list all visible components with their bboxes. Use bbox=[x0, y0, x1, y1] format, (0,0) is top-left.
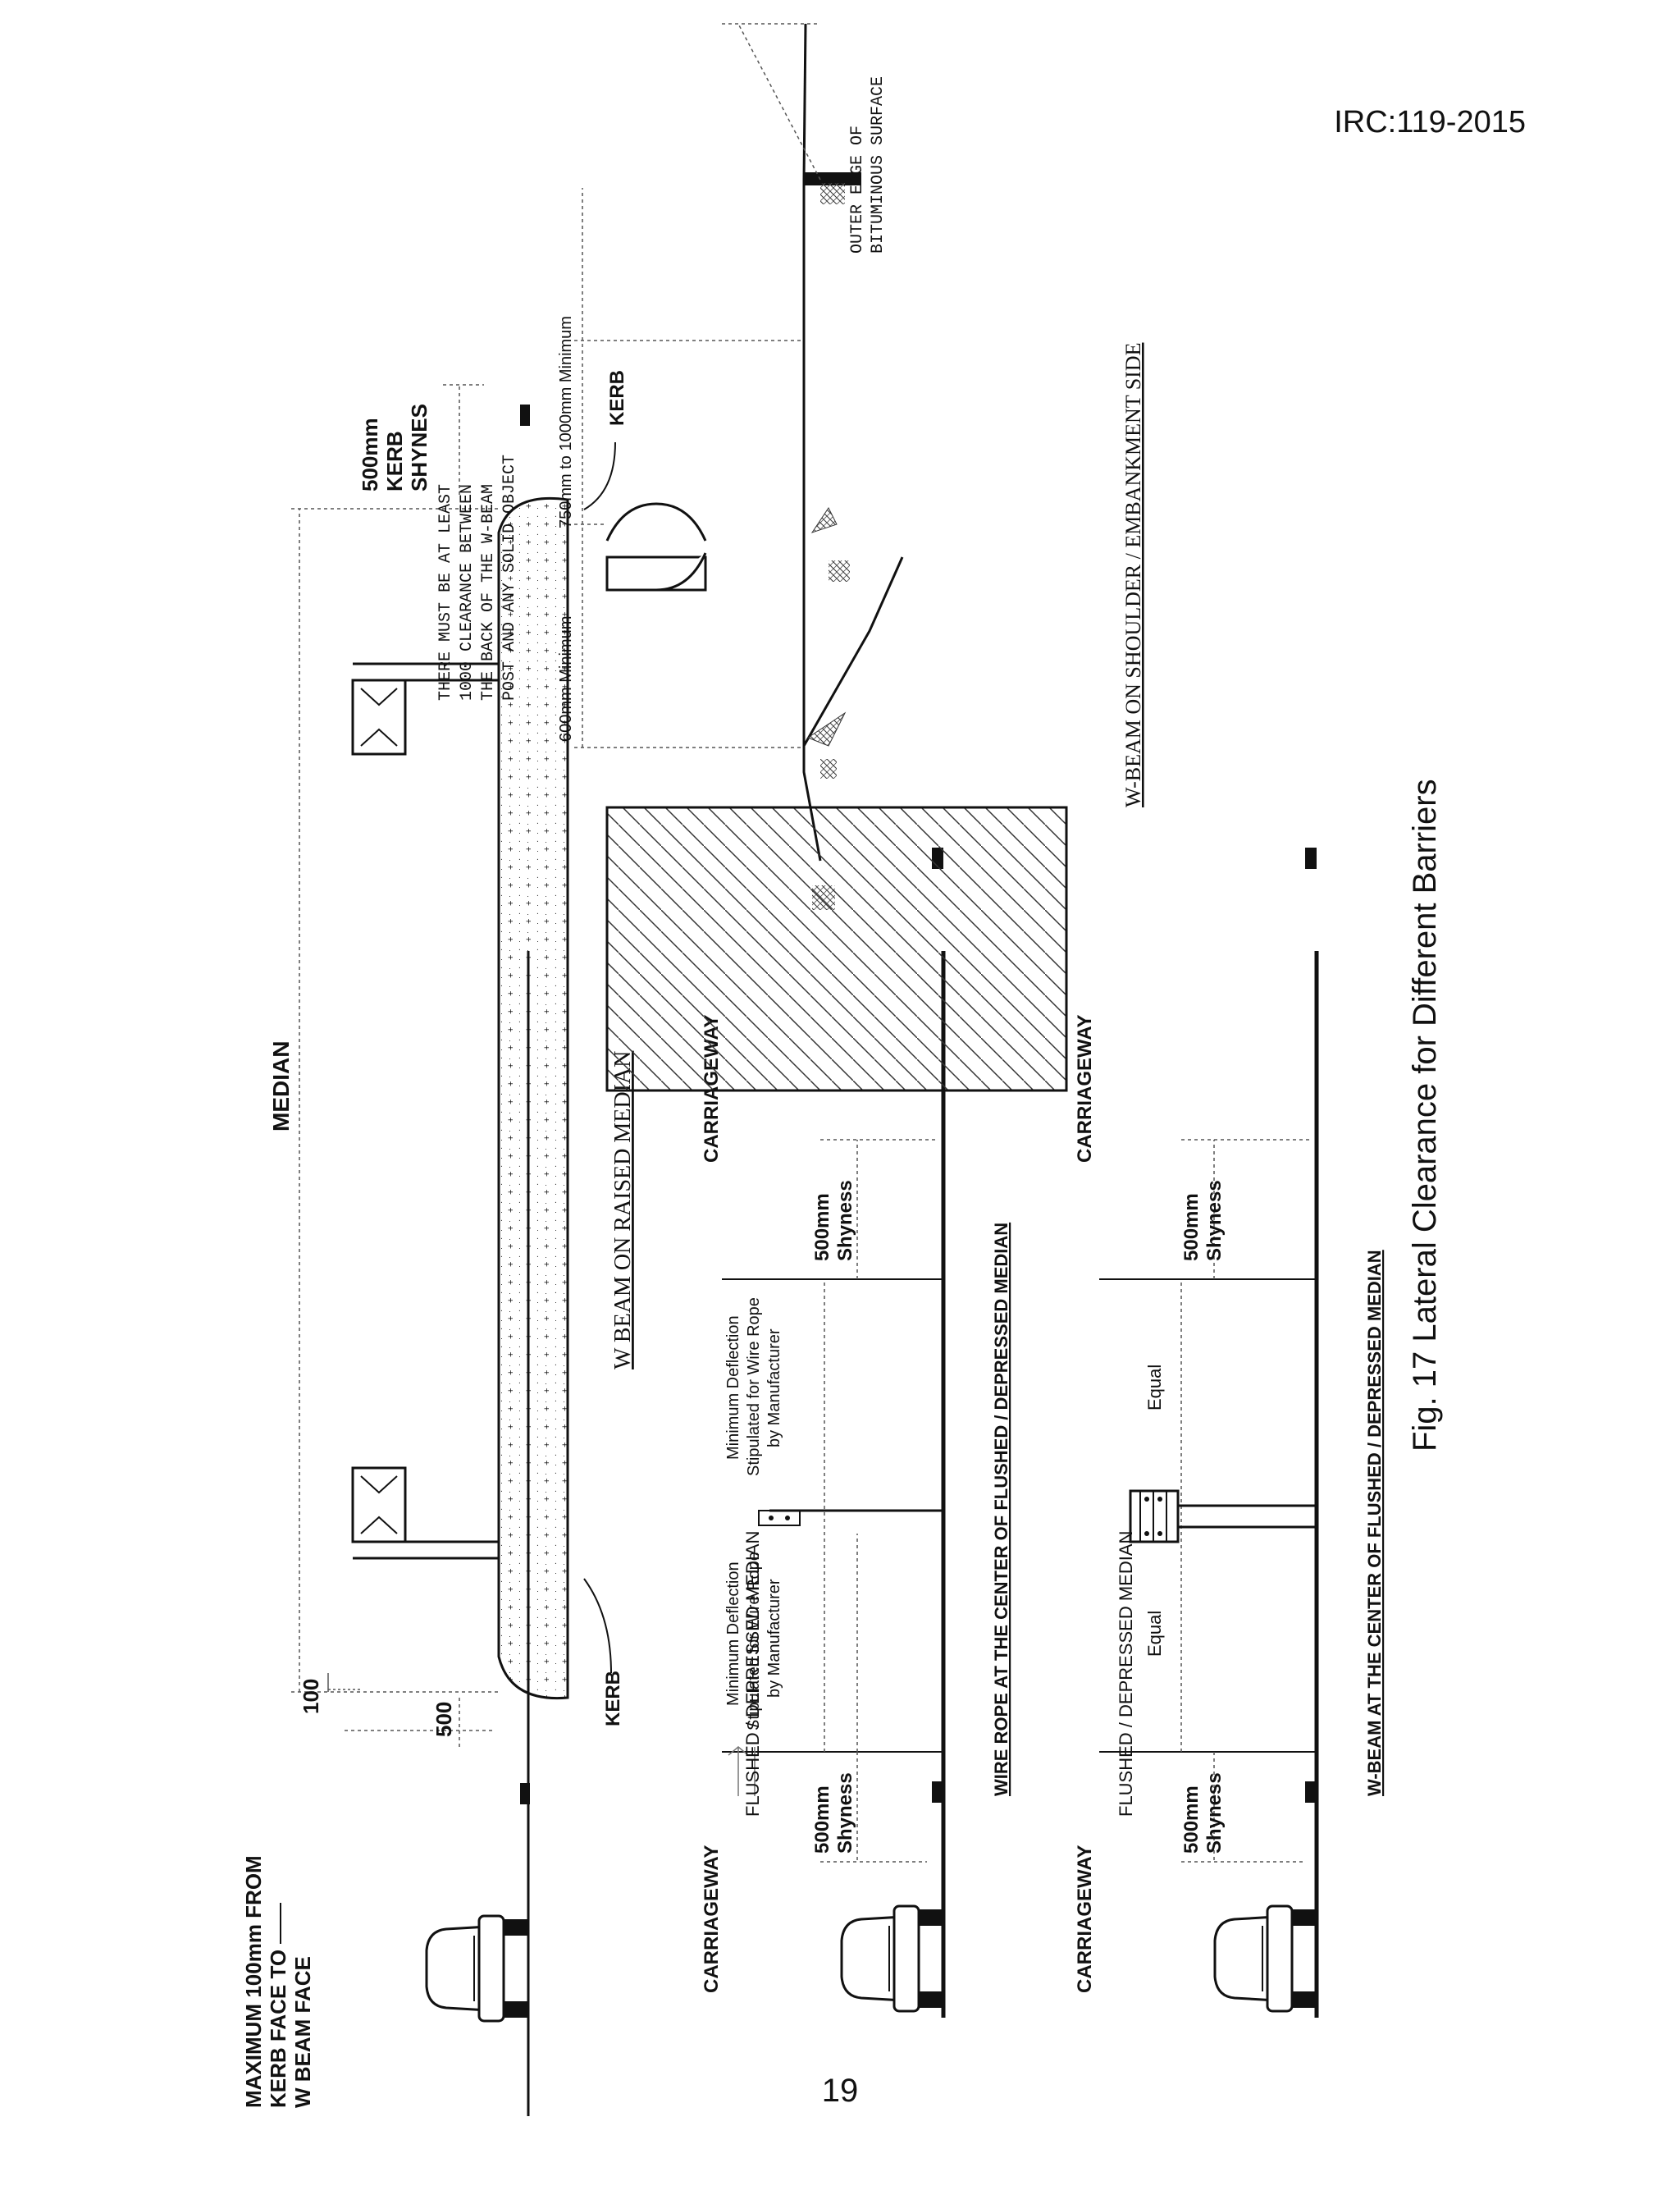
wire-rope-deflection-right-3: by Manufacturer bbox=[765, 1328, 783, 1447]
kerb-label-left: KERB bbox=[602, 1671, 624, 1726]
page-number: 19 bbox=[821, 2073, 859, 2109]
wire-rope-panel: FLUSHED / DEPRESSED MEDIAN CARRIAGEWAY C… bbox=[701, 848, 1011, 2018]
w-beam-median-label: FLUSHED / DEPRESSED MEDIAN bbox=[1116, 1531, 1136, 1817]
raised-median-body bbox=[497, 496, 569, 1700]
w-beam-profile bbox=[605, 502, 707, 592]
wire-rope-car-left bbox=[840, 1904, 945, 2013]
median-label: MEDIAN bbox=[268, 1041, 294, 1132]
clearance-note-line-1: THERE MUST BE AT LEAST bbox=[436, 484, 455, 701]
raised-median-title: W BEAM ON RAISED MEDIAN bbox=[610, 1051, 636, 1369]
clearance-note-line-2: 1000 CLEARANCE BETWEEN bbox=[458, 484, 477, 701]
w-beam-car-left bbox=[1213, 1904, 1318, 2013]
shoulder-panel: THERE MUST BE AT LEAST 1000 CLEARANCE BE… bbox=[436, 23, 1145, 1092]
w-beam-kerb-left bbox=[1305, 1781, 1317, 1803]
w-beam-shyness-right-2: Shyness bbox=[1203, 1180, 1226, 1261]
kerb-note-line-2: KERB FACE TO bbox=[266, 1950, 290, 2108]
w-beam-shyness-right-1: 500mm bbox=[1180, 1193, 1203, 1261]
kerb-note-line-1: MAXIMUM 100mm FROM bbox=[241, 1855, 266, 2108]
w-beam-shyness-left-1: 500mm bbox=[1180, 1785, 1203, 1854]
wire-rope-shyness-right-1: 500mm bbox=[811, 1193, 833, 1261]
kerb-shyness-line-1: 500mm bbox=[358, 418, 382, 491]
wire-rope-deflection-left-2: Stipulated for Wire Rope bbox=[745, 1552, 763, 1731]
kerb-label-right: KERB bbox=[606, 370, 628, 426]
wire-rope-deflection-right-2: Stipulated for Wire Rope bbox=[745, 1297, 763, 1476]
kerb-note-line-3: W BEAM FACE bbox=[290, 1956, 315, 2108]
w-beam-post-hatched bbox=[605, 806, 1068, 1092]
wire-rope-deflection-right-1: Minimum Deflection bbox=[724, 1315, 742, 1460]
kerb-shyness-line-3: SHYNES bbox=[407, 404, 431, 491]
dim-600-label: 600mm Minimum bbox=[557, 616, 575, 742]
bitumen-note-line-2: BITUMINOUS SURFACE bbox=[869, 76, 888, 254]
w-beam-shyness-left-2: Shyness bbox=[1203, 1772, 1226, 1854]
clearance-note-line-4: POST AND ANY SOLID OBJECT bbox=[500, 455, 519, 701]
w-beam-rail-left bbox=[351, 1466, 407, 1543]
w-beam-carriageway-right: CARRIAGEWAY bbox=[1074, 1015, 1096, 1163]
dim-100-label: 100 bbox=[299, 1679, 323, 1714]
shoulder-title: W-BEAM ON SHOULDER / EMBANKMENT SIDE bbox=[1121, 343, 1145, 807]
w-beam-kerb-right bbox=[1305, 848, 1317, 869]
wire-rope-shyness-right-2: Shyness bbox=[834, 1180, 856, 1261]
w-beam-carriageway-left: CARRIAGEWAY bbox=[1074, 1845, 1096, 1993]
w-beam-equal-right: Equal bbox=[1144, 1365, 1165, 1410]
wire-rope-kerb-left bbox=[932, 1781, 943, 1803]
kerb-marker-left bbox=[520, 1783, 530, 1804]
clearance-note-line-3: THE BACK OF THE W-BEAM bbox=[479, 484, 498, 701]
w-beam-flushed-title: W-BEAM AT THE CENTER OF FLUSHED / DEPRES… bbox=[1364, 1250, 1385, 1796]
wire-rope-carriageway-left: CARRIAGEWAY bbox=[701, 1845, 723, 1993]
kerb-leader-left bbox=[583, 1578, 612, 1674]
document-code-header: IRC:119-2015 bbox=[1334, 105, 1526, 139]
dim-750-label: 750mm to 1000mm Minimum bbox=[557, 316, 575, 528]
bitumen-note-line-1: OUTER EDGE OF bbox=[848, 126, 867, 254]
raised-median-panel: MAXIMUM 100mm FROM KERB FACE TO W BEAM F… bbox=[241, 370, 636, 2116]
kerb-marker-right bbox=[520, 405, 530, 426]
car-rear-left bbox=[425, 1914, 530, 2023]
w-beam-rail-right bbox=[351, 679, 407, 756]
figure-caption: Fig. 17 Lateral Clearance for Different … bbox=[1407, 779, 1443, 1452]
wire-rope-deflection-left-1: Minimum Deflection bbox=[724, 1561, 742, 1706]
bitumen-edge-block bbox=[804, 172, 861, 185]
wire-rope-shyness-left-1: 500mm bbox=[811, 1785, 833, 1854]
dim-500-label: 500 bbox=[431, 1702, 456, 1737]
wire-rope-deflection-left-3: by Manufacturer bbox=[765, 1579, 783, 1698]
wire-rope-shyness-left-2: Shyness bbox=[834, 1772, 856, 1854]
wire-rope-title: WIRE ROPE AT THE CENTER OF FLUSHED / DEP… bbox=[991, 1223, 1011, 1796]
kerb-shyness-line-2: KERB bbox=[382, 431, 407, 491]
wire-rope-median-label: FLUSHED / DEPRESSED MEDIAN bbox=[742, 1531, 763, 1817]
wire-rope-post-cap bbox=[758, 1510, 801, 1526]
w-beam-equal-left: Equal bbox=[1144, 1611, 1165, 1657]
kerb-leader-right bbox=[583, 441, 616, 510]
w-beam-flushed-panel: FLUSHED / DEPRESSED MEDIAN CARRIAGEWAY C… bbox=[1074, 848, 1385, 2018]
